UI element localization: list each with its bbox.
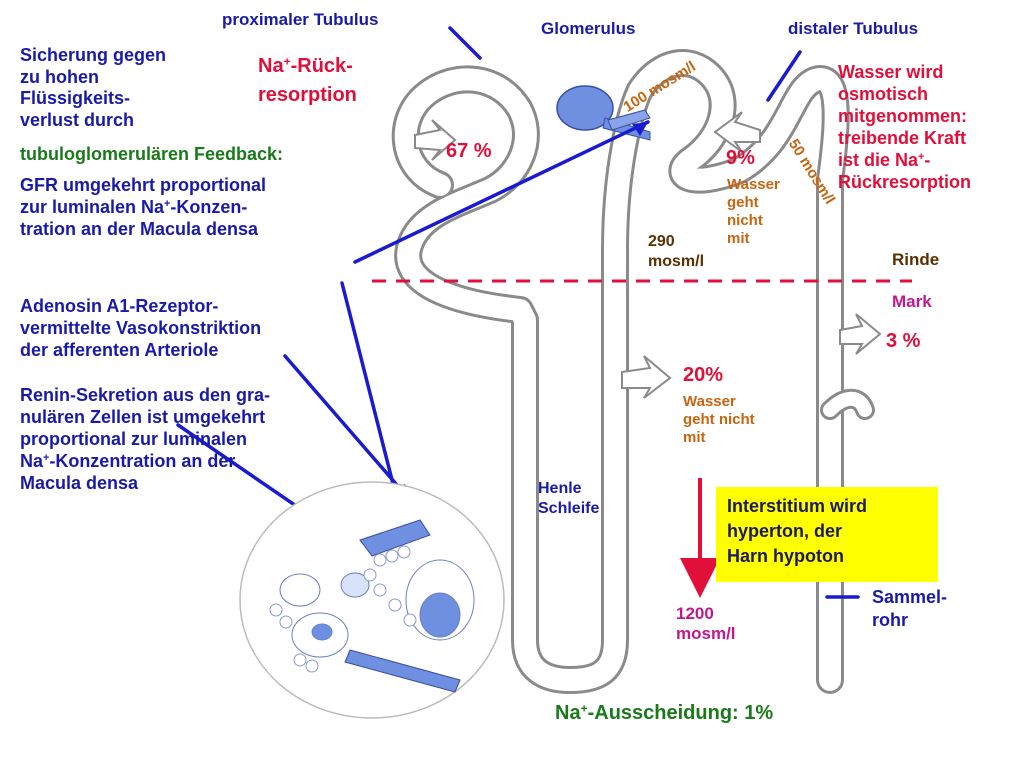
text-sicherung: Sicherung gegen zu hohen Flüssigkeits- v… (20, 45, 167, 130)
arrow-distal (713, 111, 761, 153)
arrow-proximal (414, 119, 457, 161)
label-proximaler-tubulus: proximaler Tubulus (222, 10, 379, 29)
text-renin: Renin-Sekretion aus den gra- nulären Zel… (20, 385, 271, 493)
label-mark: Mark (892, 292, 932, 311)
interstitium-box (716, 487, 938, 582)
label-distaler-tubulus: distaler Tubulus (788, 19, 919, 38)
label-rinde: Rinde (892, 250, 940, 269)
label-9-percent: 9% (726, 147, 755, 169)
label-na-rueckresorption: Na+-Rück- (258, 54, 353, 77)
arrow-sammelrohr (839, 313, 882, 355)
label-glomerulus: Glomerulus (541, 19, 636, 38)
label-resorption: resorption (258, 84, 357, 106)
label-20-percent: 20% (683, 364, 724, 386)
label-67-percent: 67 % (446, 140, 492, 162)
label-na-ausscheidung: Na+-Ausscheidung: 1% (555, 701, 774, 724)
transfer-arrows (414, 111, 882, 399)
glomerulus-shape (556, 85, 651, 141)
label-3-percent: 3 % (886, 330, 921, 352)
text-gfr: GFR umgekehrt proportional zur luminalen… (20, 175, 267, 239)
macula-densa-inset (239, 481, 505, 719)
label-sammelrohr: Sammel-rohr (872, 587, 948, 630)
text-adenosin: Adenosin A1-Rezeptor- vermittelte Vasoko… (20, 296, 262, 360)
arrow-henle (621, 355, 672, 399)
text-feedback: tubuloglomerulären Feedback: (20, 144, 284, 164)
label-wasser-osmotisch: Wasser wird osmotisch mitgenommen: treib… (838, 62, 972, 192)
tubule-tube (391, 49, 875, 694)
tubule-lumen (394, 52, 847, 691)
